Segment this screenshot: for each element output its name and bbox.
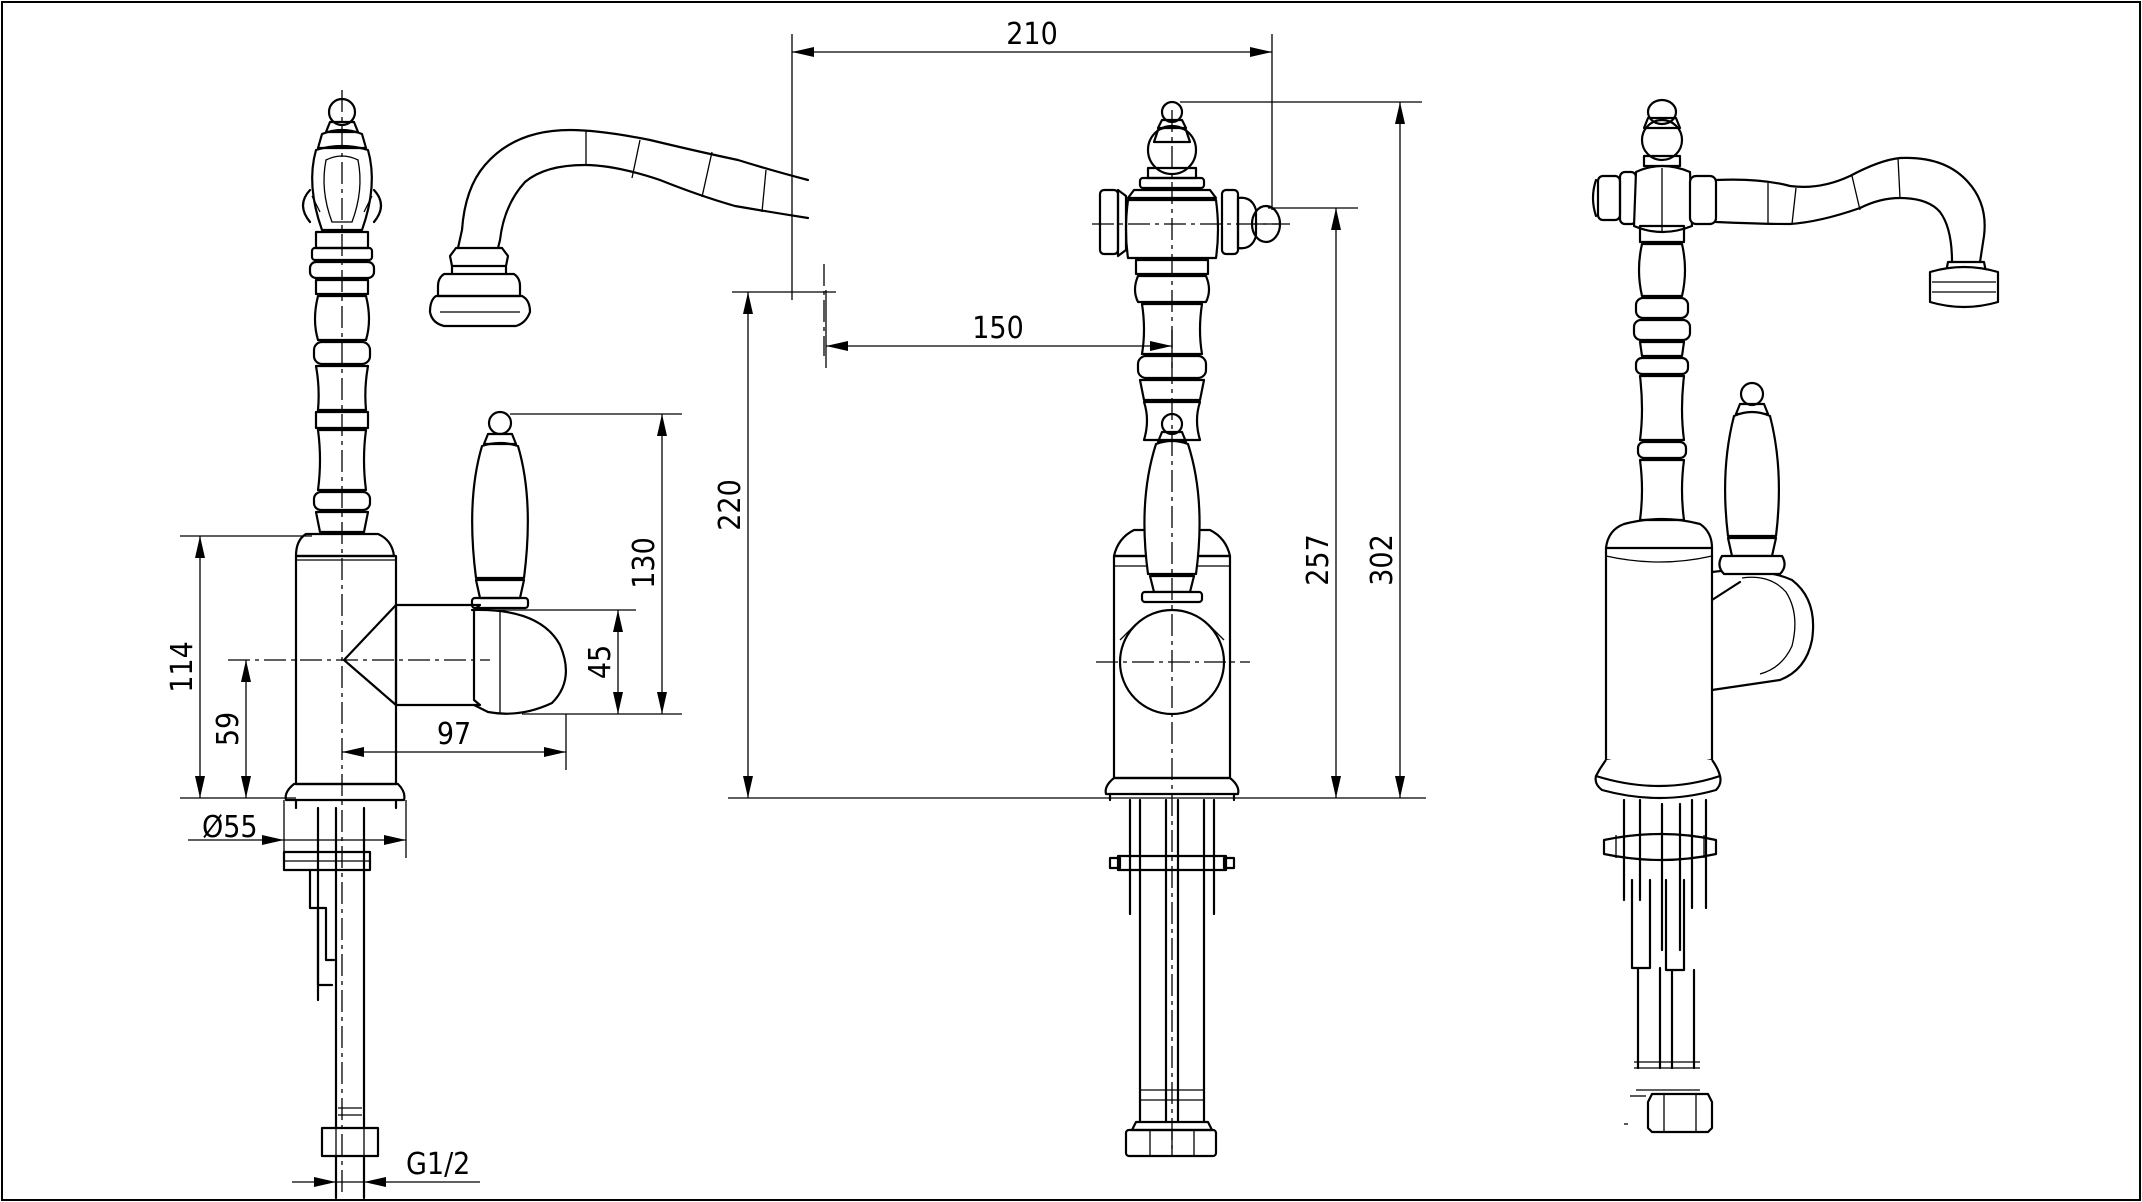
dim-spout-height: 220 — [713, 479, 748, 531]
front-view — [428, 100, 1290, 1158]
dim-handle-height: 257 — [1301, 534, 1336, 586]
perspective-view — [1591, 98, 2000, 1134]
dim-base-diameter: Ø55 — [202, 810, 258, 845]
dimension-labels: 210 150 220 257 302 130 45 114 59 97 Ø55… — [165, 17, 1400, 1182]
dim-overall-reach: 210 — [1006, 17, 1058, 52]
dim-handle-lever-height: 45 — [583, 645, 618, 679]
dim-handle-axis-height: 59 — [211, 712, 246, 746]
dim-handle-above-body: 130 — [627, 537, 662, 589]
dim-thread: G1/2 — [406, 1147, 470, 1182]
dim-spout-reach: 150 — [972, 311, 1024, 346]
dim-total-height: 302 — [1365, 534, 1400, 586]
dim-handle-offset: 97 — [437, 717, 471, 752]
dimension-lines — [180, 34, 1426, 1187]
side-view — [228, 90, 567, 1200]
dim-body-height: 114 — [165, 641, 200, 693]
